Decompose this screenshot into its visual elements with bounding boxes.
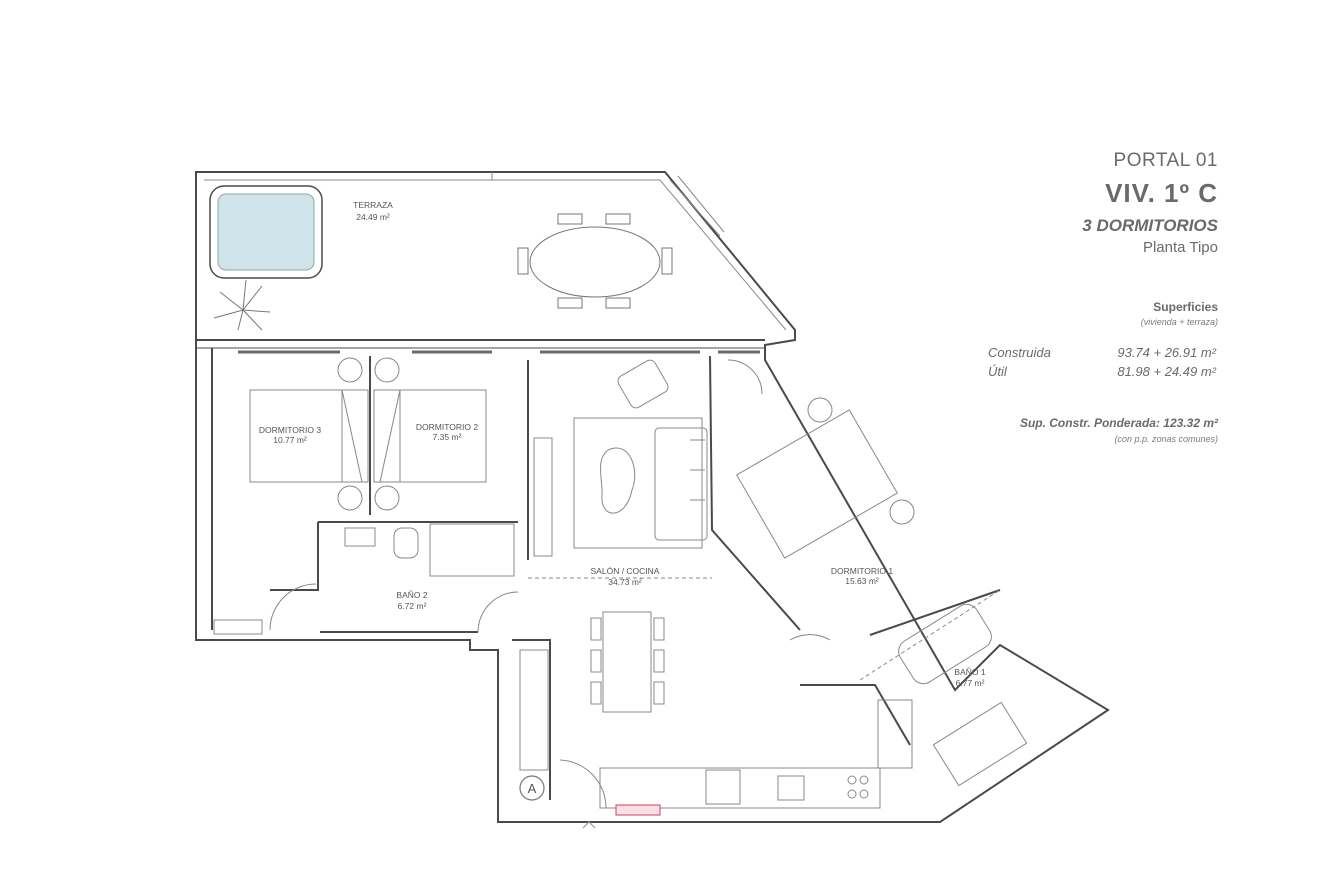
util-label: Útil: [988, 364, 1007, 379]
planta-label: Planta Tipo: [1142, 239, 1218, 256]
kitchen-counter: [599, 767, 881, 809]
portal-title: PORTAL 01: [1113, 150, 1218, 171]
dormitorio2-name: DORMITORIO 2: [416, 422, 478, 432]
exterior-wall: [195, 171, 1110, 823]
door-terraza: [727, 359, 763, 395]
coffee-table: [600, 447, 636, 514]
salon-name: SALÓN / COCINA: [591, 566, 660, 576]
dining-table: [602, 611, 652, 713]
dormitorio2-area: 7.35 m²: [433, 432, 462, 442]
bed-dormitorio-1: [736, 409, 898, 559]
bano2-area: 6.72 m²: [398, 601, 427, 611]
construida-label: Construida: [988, 345, 1051, 360]
armchair: [617, 359, 669, 409]
sofa: [654, 427, 708, 541]
dormitorio1-area: 15.63 m²: [845, 576, 879, 586]
dormitorio3-area: 10.77 m²: [273, 435, 307, 445]
door-dorm1: [789, 634, 831, 641]
vivienda-title: VIV. 1º C: [1105, 178, 1218, 208]
ponderada-value: Sup. Constr. Ponderada: 123.32 m²: [1019, 416, 1218, 430]
entrance-marker-label: A: [528, 781, 537, 796]
living-rug: [573, 417, 703, 549]
wall-bano1: [800, 684, 911, 746]
bano1-name: BAÑO 1: [954, 667, 985, 677]
util-value: 81.98 + 24.49 m²: [1117, 364, 1216, 379]
bano2-name: BAÑO 2: [396, 590, 427, 600]
terrace-table: [517, 213, 673, 309]
superficies-title: Superficies: [1153, 300, 1218, 314]
bed-dormitorio-2: [373, 389, 487, 483]
door-salon: [477, 591, 519, 633]
wall-kitchen-left: [512, 639, 551, 800]
salon-area: 34.73 m²: [608, 577, 642, 587]
door-entrada: [559, 759, 607, 809]
door-bano2: [269, 583, 317, 631]
superficies-subtitle: (vivienda + terraza): [1140, 317, 1218, 327]
dormitorio3-name: DORMITORIO 3: [259, 425, 321, 435]
construida-value: 93.74 + 26.91 m²: [1117, 345, 1216, 360]
dormitorios-subtitle: 3 DORMITORIOS: [1082, 216, 1218, 235]
electric-panel: [615, 804, 661, 816]
dormitorio1-name: DORMITORIO 1: [831, 566, 893, 576]
wall-salon-dorm1: [709, 355, 801, 631]
entrance-marker: [519, 775, 545, 801]
plant-icon: [213, 279, 271, 331]
bano1-area: 6.77 m²: [956, 678, 985, 688]
terraza-name: TERRAZA: [353, 200, 393, 210]
terraza-area: 24.49 m²: [356, 212, 390, 222]
bed-dormitorio-3: [249, 389, 369, 483]
wall-bano1-top: [869, 589, 1001, 636]
wall-bano2-left: [270, 522, 319, 591]
ponderada-note: (con p.p. zonas comunes): [1114, 434, 1218, 444]
